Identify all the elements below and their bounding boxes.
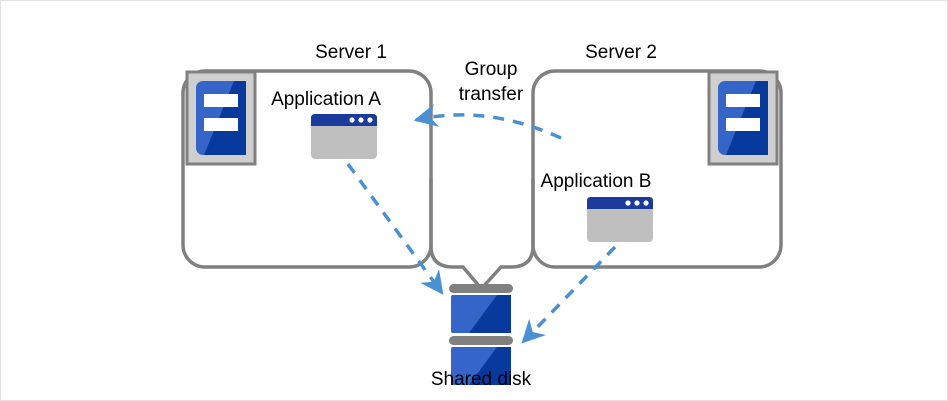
application-a-label: Application A [271,89,381,110]
application-b-label: Application B [540,171,652,192]
group-transfer-label-line2: transfer [458,84,524,105]
group-transfer-label: Group transfer [411,57,571,107]
group-transfer-label-line1: Group [464,59,518,80]
app-a-to-disk-arrow [346,162,444,295]
server-2-box [531,69,783,269]
server-2-label: Server 2 [585,42,657,63]
server-rack-icon [185,70,257,166]
app-b-to-disk-arrow [521,245,617,344]
application-window-icon [587,197,653,242]
shared-disk-icon [449,284,513,385]
connector-server1-to-disk [429,177,482,289]
server-rack-icon [707,70,779,166]
application-window-icon [311,114,377,159]
connector-server2-to-disk [481,177,535,289]
server-1-box [181,69,433,269]
group-transfer-arrow [413,103,562,140]
shared-disk-label: Shared disk [430,369,532,390]
server-1-label: Server 1 [315,42,387,63]
